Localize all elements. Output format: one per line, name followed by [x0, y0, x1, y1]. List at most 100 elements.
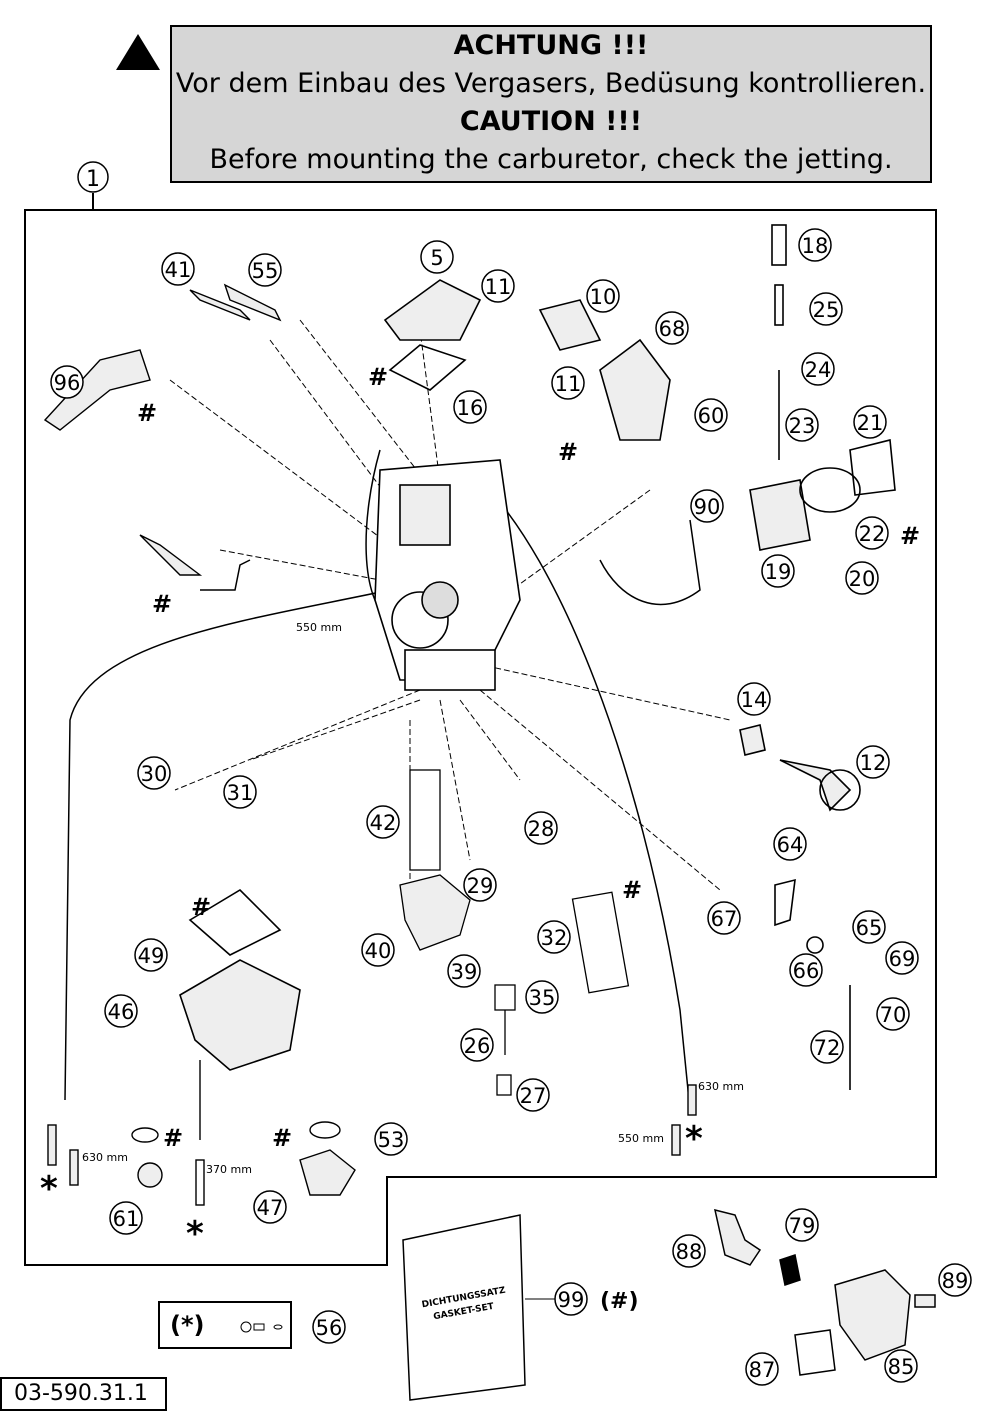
part-callout: 31 [223, 775, 257, 809]
callout-circle [460, 1028, 494, 1062]
callout-circle [845, 561, 879, 595]
hash-mark: # [191, 893, 211, 921]
lower-parts [47, 1060, 697, 1206]
warning-triangle-icon [116, 34, 160, 70]
callout-circle [852, 910, 886, 944]
part-callout: 72 [810, 1030, 844, 1064]
callout-circle [447, 954, 481, 988]
part-callout: 11 [551, 366, 585, 400]
part-callout: 19 [761, 554, 795, 588]
gasket-set-suffix: (#) [600, 1289, 639, 1314]
callout-number: 23 [789, 414, 816, 438]
callout-number: 18 [802, 234, 829, 258]
callout-circle [374, 1122, 408, 1156]
gasket-set-packet: DICHTUNGSSATZ GASKET-SET (#) [402, 1214, 639, 1401]
callout-number: 11 [555, 372, 582, 396]
callout-number: 90 [694, 495, 721, 519]
callout-circle [810, 1030, 844, 1064]
callout-circle [785, 1208, 819, 1242]
part-callout: 49 [134, 938, 168, 972]
callout-number: 55 [252, 259, 279, 283]
part-callout: 5 [420, 240, 454, 274]
part-callout: 89 [938, 1263, 972, 1297]
callout-circle [853, 405, 887, 439]
callout-circle [586, 279, 620, 313]
part-callout: 68 [655, 311, 689, 345]
callout-circle [134, 938, 168, 972]
callout-circle [453, 390, 487, 424]
callout-number: 29 [467, 874, 494, 898]
part-callout: 99 [554, 1282, 588, 1316]
callout-number: 35 [529, 986, 556, 1010]
callout-number: 60 [698, 404, 725, 428]
callout-number: 61 [113, 1207, 140, 1231]
part-callout: 29 [463, 868, 497, 902]
part-callout: 30 [137, 756, 171, 790]
callout-circle [884, 1349, 918, 1383]
callout-circle [161, 252, 195, 286]
callout-number: 31 [227, 781, 254, 805]
callout-circle [876, 997, 910, 1031]
top-cover [383, 279, 482, 391]
part-callout: 22 [855, 516, 889, 550]
part-callout: 35 [525, 980, 559, 1014]
hash-mark: # [272, 1124, 292, 1152]
callout-circle [554, 1282, 588, 1316]
callout-number: 85 [888, 1355, 915, 1379]
hash-mark: # [152, 590, 172, 618]
callout-number: 89 [942, 1269, 969, 1293]
callout-number: 79 [789, 1214, 816, 1238]
callout-circle [524, 811, 558, 845]
caution-box: ACHTUNG !!! Vor dem Einbau des Vergasers… [170, 25, 932, 183]
part-callout: 85 [884, 1349, 918, 1383]
callout-number: 27 [520, 1084, 547, 1108]
intake-parts [714, 1208, 936, 1376]
callout-circle [420, 240, 454, 274]
callout-circle [223, 775, 257, 809]
callout-number: 47 [257, 1196, 284, 1220]
star-mark: * [40, 1169, 58, 1209]
part-callout: 61 [109, 1201, 143, 1235]
part-callout: 21 [853, 405, 887, 439]
hash-mark: # [558, 438, 578, 466]
part-callout: 88 [672, 1234, 706, 1268]
part-callout: 25 [809, 292, 843, 326]
callout-circle [537, 920, 571, 954]
part-callout: 24 [801, 352, 835, 386]
caution-title-de: ACHTUNG !!! [453, 30, 649, 61]
part-callout: 56 [312, 1310, 346, 1344]
part-callout: 79 [785, 1208, 819, 1242]
dimension-label: 630 mm [698, 1080, 744, 1093]
callout-circle [694, 398, 728, 432]
part-callout: 20 [845, 561, 879, 595]
callout-circle [366, 805, 400, 839]
part-callout: 69 [885, 941, 919, 975]
callout-number: 67 [711, 907, 738, 931]
part-callout: 40 [361, 933, 395, 967]
part-callout: 47 [253, 1190, 287, 1224]
callout-number: 70 [880, 1003, 907, 1027]
part-callout: 14 [737, 682, 771, 716]
assembly-callout-label: 1 [86, 167, 100, 192]
callout-circle [690, 489, 724, 523]
part-callout: 12 [856, 745, 890, 779]
dimension-label: 630 mm [82, 1151, 128, 1164]
callout-circle [773, 827, 807, 861]
callout-number: 20 [849, 567, 876, 591]
part-callout: 64 [773, 827, 807, 861]
callout-number: 96 [54, 371, 81, 395]
callout-circle [737, 682, 771, 716]
callout-circle [463, 868, 497, 902]
legend-symbol: (*) [170, 1311, 205, 1339]
callout-circle [809, 292, 843, 326]
hash-mark: # [163, 1124, 183, 1152]
callout-number: 56 [316, 1316, 343, 1340]
callout-number: 19 [765, 560, 792, 584]
dimension-label: 550 mm [296, 621, 342, 634]
callout-number: 53 [378, 1128, 405, 1152]
callout-number: 21 [857, 411, 884, 435]
part-callout: 28 [524, 811, 558, 845]
